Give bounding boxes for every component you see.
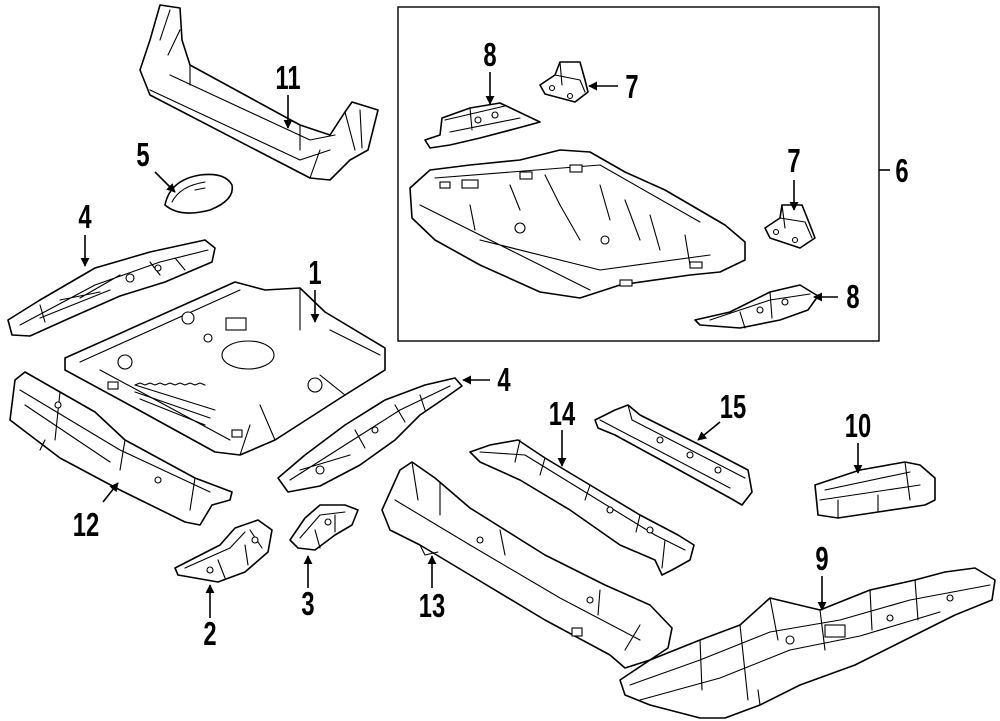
callout-15: 15 — [720, 389, 746, 426]
part-6-floor-assembly — [409, 149, 746, 299]
part-13-side-rail — [381, 461, 673, 669]
callout-7a: 7 — [625, 69, 638, 106]
part-4-right-rail — [277, 377, 463, 493]
part-15-cross-bar — [594, 404, 753, 506]
part-8-lower-bracket — [694, 284, 819, 329]
part-7-lower-bracket — [764, 204, 816, 249]
leader-12 — [102, 482, 119, 503]
callout-4b: 4 — [497, 362, 510, 399]
part-9-rear-rail — [619, 567, 996, 719]
leader-5 — [154, 171, 176, 193]
part-7-upper-bracket — [539, 61, 589, 103]
callout-7b: 7 — [787, 143, 800, 180]
callout-5: 5 — [136, 137, 149, 174]
callout-13: 13 — [419, 588, 445, 625]
part-14-cross-tube — [469, 439, 695, 576]
callout-6: 6 — [895, 153, 908, 190]
callout-12: 12 — [73, 507, 99, 544]
part-4-left-rail — [7, 239, 216, 337]
leader-lines — [80, 72, 890, 618]
callout-9: 9 — [815, 541, 828, 578]
part-11-crossmember — [139, 4, 379, 181]
callout-1: 1 — [308, 255, 321, 292]
callout-14: 14 — [549, 396, 575, 433]
inset-frame — [397, 6, 880, 342]
part-1-floor-pan — [64, 281, 386, 456]
part-3-bracket — [289, 504, 359, 551]
part-5-cover — [164, 173, 234, 214]
part-2-bracket — [174, 519, 273, 583]
callout-labels: 1 2 3 4 4 5 6 7 7 8 8 9 10 11 12 13 14 1… — [73, 37, 909, 653]
part-10-bracket — [814, 461, 936, 519]
part-12-crossmember — [9, 371, 233, 526]
callout-2: 2 — [203, 616, 216, 653]
callout-8a: 8 — [483, 37, 496, 74]
callout-3: 3 — [301, 586, 314, 623]
callout-11: 11 — [275, 60, 300, 97]
callout-4a: 4 — [78, 199, 91, 236]
leader-15 — [697, 421, 721, 441]
part-8-upper-bracket — [424, 102, 541, 149]
callout-8b: 8 — [846, 279, 859, 316]
callout-10: 10 — [845, 408, 871, 445]
